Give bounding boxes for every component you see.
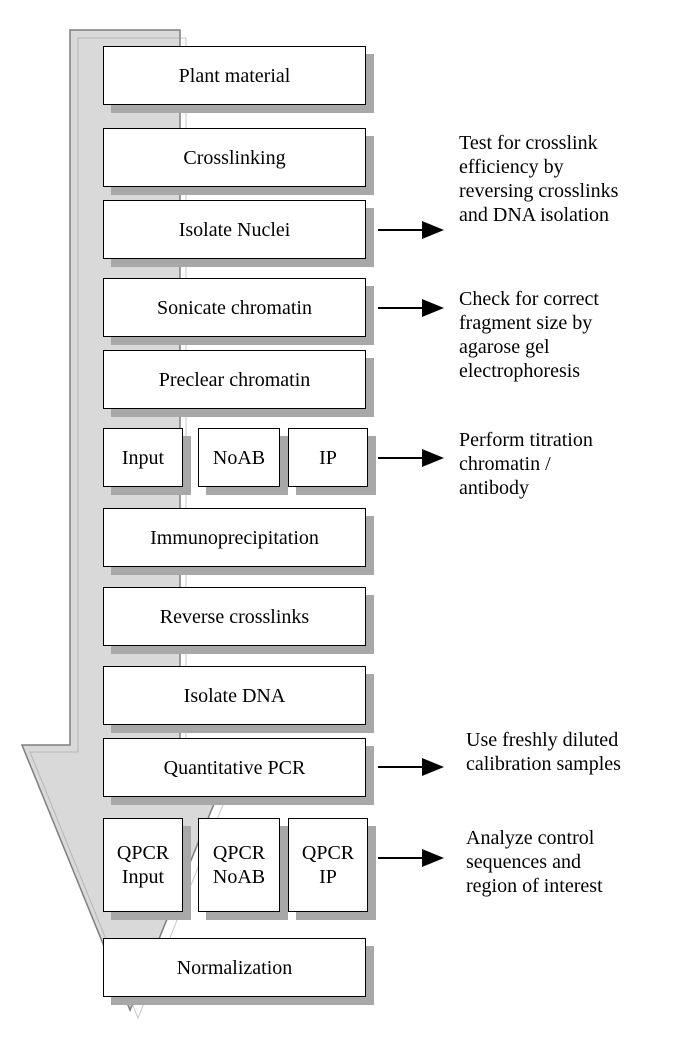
note-line: reversing crosslinks: [459, 180, 619, 202]
note-line: fragment size by: [459, 312, 593, 334]
step-noab: NoAB: [198, 428, 280, 487]
note-line: calibration samples: [466, 753, 621, 775]
step-label-line: QPCR: [212, 842, 266, 864]
step-quantitative-pcr: Quantitative PCR: [103, 738, 366, 797]
note-line: chromatin /: [459, 453, 551, 475]
note-analyze: Analyze control sequences and region of …: [466, 826, 603, 898]
note-line: Use freshly diluted: [466, 729, 619, 751]
step-label: Immunoprecipitation: [150, 526, 319, 549]
note-line: antibody: [459, 477, 529, 499]
note-line: and DNA isolation: [459, 204, 609, 226]
step-reverse-crosslinks: Reverse crosslinks: [103, 587, 366, 646]
note-line: electrophoresis: [459, 360, 581, 382]
arrow-right-icon: [378, 221, 444, 239]
step-label: Quantitative PCR: [163, 756, 306, 779]
note-calibration: Use freshly diluted calibration samples: [466, 728, 621, 776]
note-fragment-check: Check for correct fragment size by agaro…: [459, 287, 599, 383]
note-line: sequences and: [466, 851, 581, 873]
note-line: region of interest: [466, 875, 603, 897]
step-isolate-nuclei: Isolate Nuclei: [103, 200, 366, 259]
step-label: Reverse crosslinks: [159, 605, 310, 628]
step-ip: IP: [288, 428, 368, 487]
step-isolate-dna: Isolate DNA: [103, 666, 366, 725]
note-line: agarose gel: [459, 336, 550, 358]
step-crosslinking: Crosslinking: [103, 128, 366, 187]
step-qpcr-noab: QPCR NoAB: [198, 818, 280, 912]
step-label-line: IP: [319, 866, 337, 888]
step-qpcr-ip: QPCR IP: [288, 818, 368, 912]
step-label: NoAB: [212, 446, 266, 469]
step-label: Preclear chromatin: [158, 368, 311, 391]
step-label-line: QPCR: [301, 842, 355, 864]
step-label: Input: [121, 446, 165, 469]
arrow-right-icon: [378, 449, 444, 467]
step-label: Normalization: [176, 956, 293, 979]
step-label: Crosslinking: [183, 146, 286, 169]
step-label-line: QPCR: [116, 842, 170, 864]
note-line: Check for correct: [459, 288, 599, 310]
note-titration: Perform titration chromatin / antibody: [459, 428, 593, 500]
note-line: efficiency by: [459, 156, 564, 178]
step-label: IP: [319, 446, 337, 469]
step-label-line: Input: [121, 866, 165, 888]
step-label: Sonicate chromatin: [157, 296, 312, 319]
step-sonicate-chromatin: Sonicate chromatin: [103, 278, 366, 337]
step-normalization: Normalization: [103, 938, 366, 997]
step-label-line: NoAB: [212, 866, 266, 888]
note-line: Perform titration: [459, 429, 593, 451]
step-plant-material: Plant material: [103, 46, 366, 105]
note-line: Analyze control: [466, 827, 595, 849]
step-label: Isolate DNA: [183, 684, 286, 707]
step-qpcr-input: QPCR Input: [103, 818, 183, 912]
arrow-right-icon: [378, 849, 444, 867]
step-input: Input: [103, 428, 183, 487]
note-line: Test for crosslink: [459, 132, 598, 154]
step-immunoprecipitation: Immunoprecipitation: [103, 508, 366, 567]
arrow-right-icon: [378, 758, 444, 776]
step-preclear-chromatin: Preclear chromatin: [103, 350, 366, 409]
step-label: Plant material: [178, 64, 291, 87]
note-crosslink-test: Test for crosslink efficiency by reversi…: [459, 131, 618, 227]
arrow-right-icon: [378, 299, 444, 317]
step-label: Isolate Nuclei: [178, 218, 291, 241]
